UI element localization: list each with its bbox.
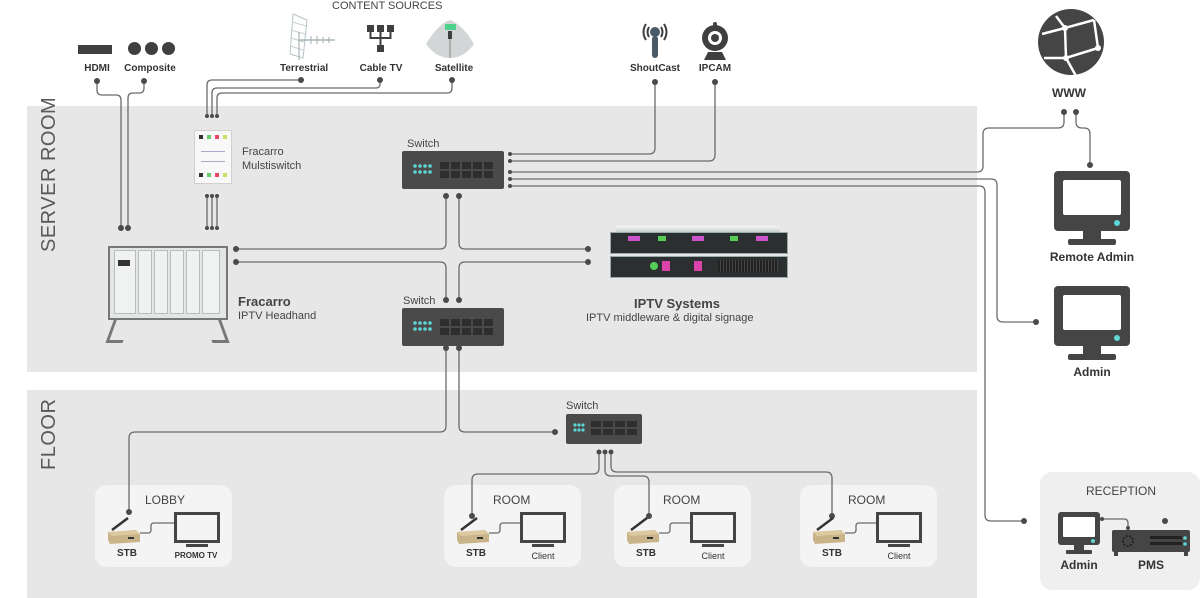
wire-www	[510, 112, 1065, 173]
room-tv-label-1: Client	[531, 551, 555, 561]
distribution-switch-device	[402, 308, 504, 346]
admin-monitor-icon	[1054, 286, 1130, 360]
tv-icon	[520, 512, 566, 547]
admin-label: Admin	[1073, 365, 1111, 379]
satellite-label: Satellite	[434, 63, 474, 74]
shoutcast-icon	[642, 23, 668, 58]
room-stb-label-3: STB	[822, 548, 842, 559]
headend-name: Fracarro	[238, 294, 291, 309]
globe-icon	[1038, 9, 1104, 77]
iptv-headend-device	[104, 246, 230, 343]
content-sources-title: CONTENT SOURCES	[332, 0, 443, 12]
stb-icon	[457, 517, 489, 544]
iptv-server-rack	[610, 226, 788, 278]
room-title-2: ROOM	[663, 493, 701, 507]
wire-ipcam	[510, 82, 716, 162]
hdmi-label: HDMI	[84, 63, 110, 74]
shoutcast-label: ShoutCast	[630, 63, 680, 74]
remote-admin-label: Remote Admin	[1049, 250, 1135, 264]
stb-icon	[627, 517, 659, 544]
switch-ports-icon	[573, 421, 637, 435]
wire-satellite	[216, 80, 453, 116]
composite-label: Composite	[124, 63, 176, 74]
room-stb-label-2: STB	[636, 548, 656, 559]
lobby-stb-label: STB	[117, 548, 137, 559]
room-title-1: ROOM	[493, 493, 531, 507]
ipcam-label: IPCAM	[698, 63, 732, 74]
room-tv-label-3: Client	[887, 551, 911, 561]
room-title-3: ROOM	[848, 493, 886, 507]
cable-tv-label: Cable TV	[359, 63, 403, 74]
switch-ports-icon	[413, 162, 493, 178]
stb-icon	[813, 517, 845, 544]
tv-icon	[690, 512, 736, 547]
cable-tv-icon	[367, 25, 394, 52]
terrestrial-antenna-icon	[289, 13, 335, 60]
wire-admin	[510, 178, 1036, 323]
hdmi-icon	[78, 45, 112, 54]
lobby-title: LOBBY	[145, 493, 186, 507]
remote-admin-monitor-icon	[1054, 171, 1130, 245]
multiswitch-device	[194, 130, 232, 184]
wire-reception	[510, 185, 1024, 522]
iptv-systems-subtitle: IPTV middleware & digital signage	[586, 312, 754, 324]
ipcam-icon	[702, 22, 728, 60]
satellite-icon	[426, 20, 474, 58]
tv-icon	[876, 512, 922, 547]
wire-remote-admin	[1075, 112, 1091, 165]
room-stb-label-1: STB	[466, 548, 486, 559]
floor-switch-device	[566, 414, 642, 444]
iptv-systems-title: IPTV Systems	[634, 296, 720, 311]
wire-terrestrial	[206, 79, 301, 116]
composite-icon	[128, 42, 176, 56]
switch-ports-icon	[413, 319, 493, 335]
core-switch-device	[402, 151, 504, 189]
reception-title: RECEPTION	[1086, 484, 1157, 498]
tv-icon	[174, 512, 220, 547]
multiswitch-name: Fracarro	[242, 146, 284, 158]
reception-admin-label: Admin	[1060, 558, 1098, 572]
wire-hdmi	[96, 81, 122, 228]
wire-composite	[127, 81, 145, 228]
wire-shoutcast	[510, 82, 656, 155]
reception-admin-monitor-icon	[1058, 512, 1100, 554]
floor-switch-label: Switch	[566, 400, 599, 412]
pms-server-icon	[1112, 530, 1190, 556]
multiswitch-model: Mulstiswitch	[242, 160, 302, 172]
wire-cabletv	[211, 80, 381, 116]
distribution-switch-label: Switch	[403, 295, 436, 307]
core-switch-label: Switch	[407, 138, 440, 150]
pms-label: PMS	[1137, 558, 1164, 572]
www-label: WWW	[1052, 86, 1086, 100]
headend-model: IPTV Headhand	[238, 310, 317, 322]
lobby-tv-label: PROMO TV	[174, 551, 218, 560]
terrestrial-label: Terrestrial	[280, 63, 329, 74]
room-tv-label-2: Client	[701, 551, 725, 561]
stb-icon	[108, 517, 140, 544]
